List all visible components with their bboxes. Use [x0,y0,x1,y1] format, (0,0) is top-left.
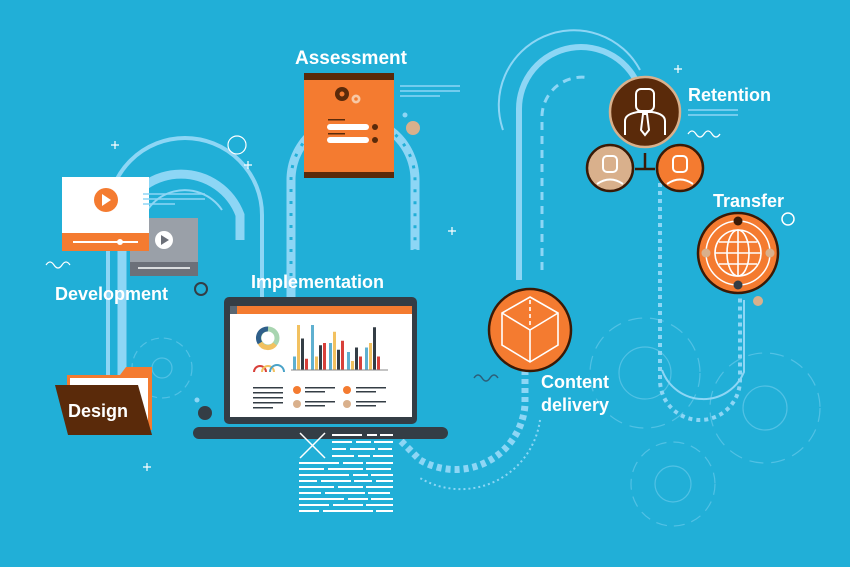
gear-icon [589,317,701,429]
screen-bar [337,349,340,370]
screen-bar [341,340,344,370]
screen-bar [351,361,354,370]
screen-bar [359,356,362,370]
transfer-stage: Transfer [696,191,795,306]
screen-bar [373,327,376,370]
assessment-card [304,73,394,178]
checkmark-icon [293,386,301,394]
checkmark-icon [372,124,378,130]
screen-bar [329,343,332,370]
person-icon [666,155,694,185]
design-stage: Design [55,367,152,435]
content-delivery-label-line1: Content [541,372,609,392]
screen-bar [293,356,296,370]
development-stage: Development [55,177,205,304]
retention-label: Retention [688,85,771,105]
retention-stage: Retention [585,75,771,193]
decorations [45,65,682,471]
gears-icon [335,87,361,104]
people-icon [253,364,285,373]
laptop-icon [193,297,448,439]
person-icon [596,155,624,185]
checkmark-icon [343,386,351,394]
globe-icon [714,229,762,277]
content-delivery-stage: Content delivery [473,287,609,415]
screen-bar [377,356,380,370]
screen-bar [355,347,358,370]
folder-icon [55,367,152,435]
checkmark-icon [372,137,378,143]
bar-chart [291,325,388,371]
transfer-label: Transfer [713,191,784,211]
screen-bar [297,325,300,370]
screen-bar [365,347,368,370]
screen-bar [319,345,322,370]
screen-bar [315,356,318,370]
implementation-label: Implementation [251,272,384,292]
screen-bar [347,352,350,370]
screen-bar [333,331,336,370]
donut-chart [255,326,280,351]
screen-bar [369,343,372,370]
assessment-label: Assessment [295,48,408,69]
assessment-stage: Assessment [295,48,460,178]
gear-icon [709,352,821,464]
content-delivery-label-line2: delivery [541,395,609,415]
checkmark-icon [293,400,301,408]
screen-bar [301,338,304,370]
document-lines [299,432,393,512]
gear-icon [630,441,716,527]
implementation-stage: Implementation [193,272,448,512]
person-icon [624,88,666,137]
screen-bar [305,358,308,370]
video-card-white [62,177,149,251]
checkmark-icon [343,400,351,408]
development-label: Development [55,284,168,304]
screen-bar [323,343,326,370]
screen-bar [311,325,314,370]
cube-icon [501,296,559,363]
design-label: Design [68,401,128,421]
